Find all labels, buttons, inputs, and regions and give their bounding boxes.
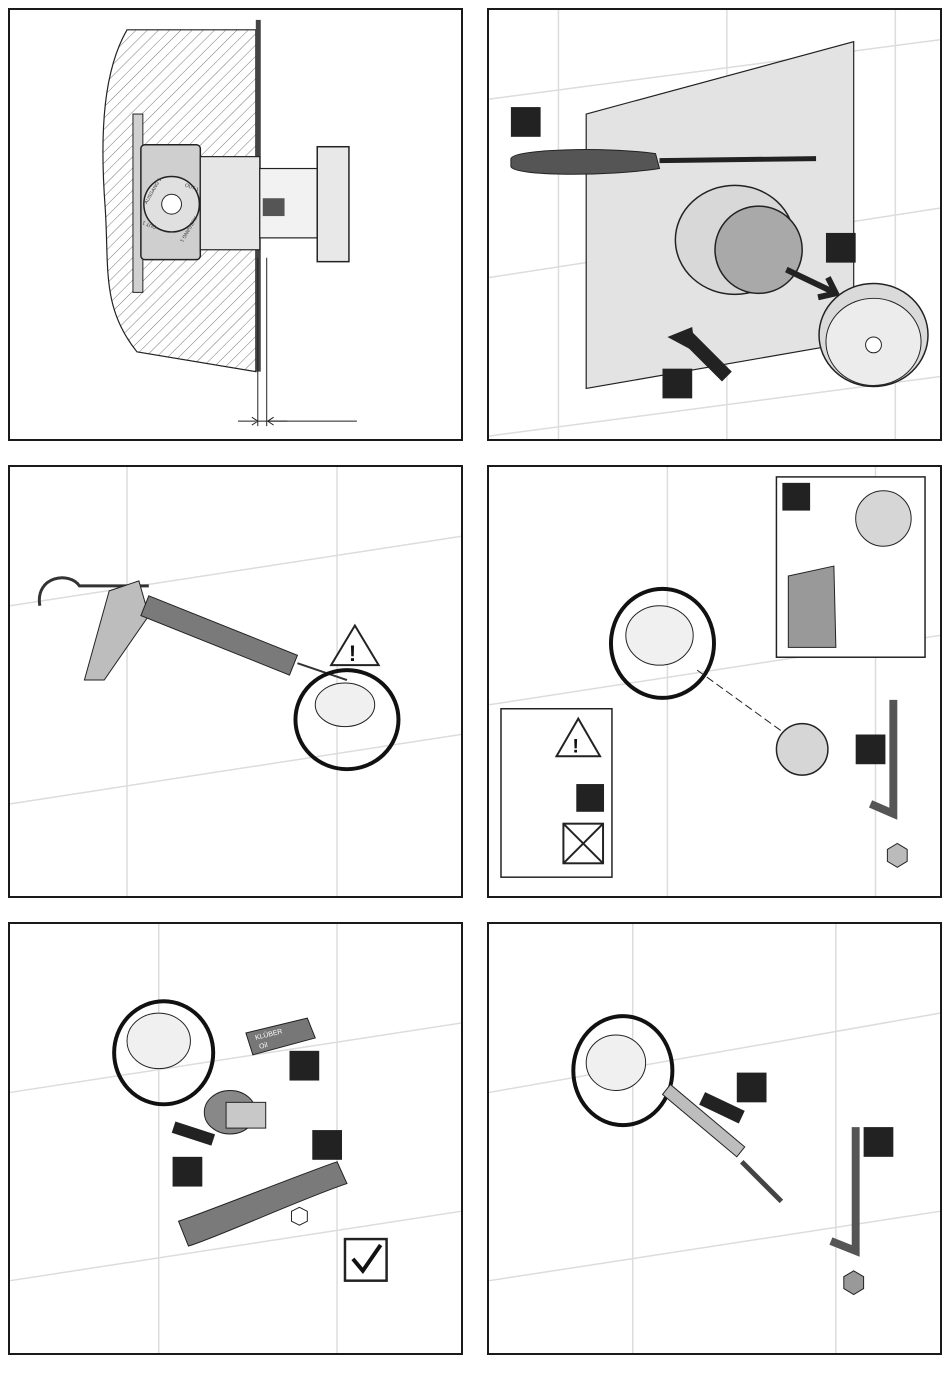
saw-blade [660,159,817,161]
step-box-hex [864,1127,894,1157]
svg-text:!: ! [349,641,356,666]
cap-flange [317,147,349,262]
insert-arrow [174,1127,214,1140]
wall-section-illustration: AUSGANG 1 OUT 1 AUSGANG 1 OUT 1 [10,10,461,439]
waste-bin-icon [788,566,836,647]
hex-nut-icon [844,1271,864,1295]
step-box-grease [289,1051,319,1081]
spindle [263,198,285,216]
step-box-2 [826,233,856,263]
insert-cartridge-illustration: KLÜBER Oil [10,924,461,1353]
panel-remove-cap [487,8,942,441]
panel-wall-section: AUSGANG 1 OUT 1 AUSGANG 1 OUT 1 [8,8,463,441]
panel-insert-cartridge: KLÜBER Oil [8,922,463,1355]
step-box-insert [737,1073,767,1103]
cartridge [141,596,298,675]
hex-nut-icon [291,1207,307,1225]
panel-apply-silicone: ! [8,465,463,898]
plug [776,724,828,776]
insert-arrow [702,1098,742,1117]
removed-plug [856,491,911,546]
step-box-torque [312,1130,342,1160]
tile-grid [10,467,461,896]
valve-housing [200,157,259,250]
remove-plug-illustration: ! [489,467,940,896]
step-box-3 [662,369,692,399]
saw-handle [511,150,660,175]
gun-handle [84,581,148,680]
hex-key [831,1127,856,1251]
step-box-insert [173,1157,203,1187]
svg-text:!: ! [572,735,579,757]
panel-remove-plug: ! [487,465,942,898]
insert-extension-illustration [489,924,940,1353]
tile-grid [10,924,461,1353]
hex-nut-icon [887,843,907,867]
silicone-illustration: ! [10,467,461,896]
axis-line [697,670,786,734]
step-box-hex [856,735,886,765]
screw [742,1162,782,1202]
remove-cap-illustration [489,10,940,439]
panel-insert-extension [487,922,942,1355]
step-box-1 [511,107,541,137]
